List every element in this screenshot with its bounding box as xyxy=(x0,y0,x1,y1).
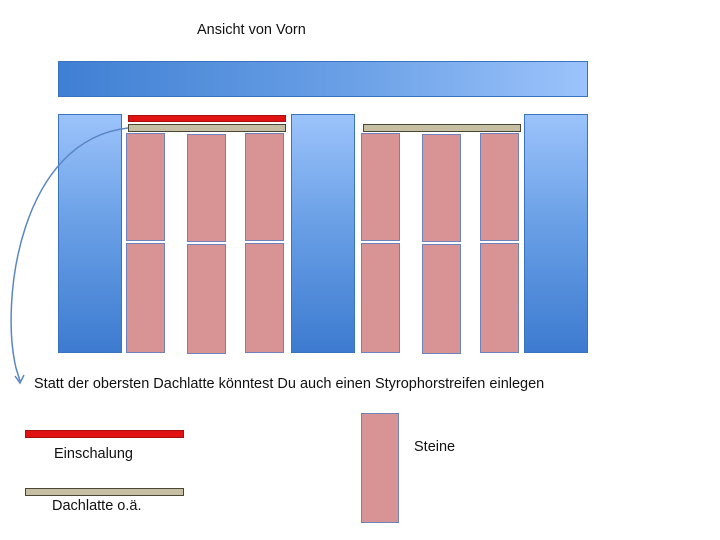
diagram-title: Ansicht von Vorn xyxy=(197,22,306,38)
legend-shuttering-label: Einschalung xyxy=(54,446,133,462)
batten-left xyxy=(128,124,286,132)
shuttering-strip xyxy=(128,115,286,122)
stone xyxy=(361,133,400,241)
stone xyxy=(126,243,165,353)
stone xyxy=(422,134,461,242)
stone xyxy=(245,133,284,241)
stone xyxy=(361,243,400,353)
legend-stone-swatch xyxy=(361,413,399,523)
legend-batten-swatch xyxy=(25,488,184,496)
pillar-middle xyxy=(291,114,355,353)
stone xyxy=(126,133,165,241)
stone xyxy=(187,134,226,242)
note-text: Statt der obersten Dachlatte könntest Du… xyxy=(34,376,545,392)
stone xyxy=(187,244,226,354)
legend-stones-label: Steine xyxy=(414,439,456,455)
legend-batten-label: Dachlatte o.ä. xyxy=(52,498,142,514)
stone xyxy=(245,243,284,353)
pillar-left xyxy=(58,114,122,353)
legend-shuttering-swatch xyxy=(25,430,184,438)
stone xyxy=(422,244,461,354)
batten-right xyxy=(363,124,521,132)
stone xyxy=(480,133,519,241)
top-beam xyxy=(58,61,588,97)
pillar-right xyxy=(524,114,588,353)
stone xyxy=(480,243,519,353)
